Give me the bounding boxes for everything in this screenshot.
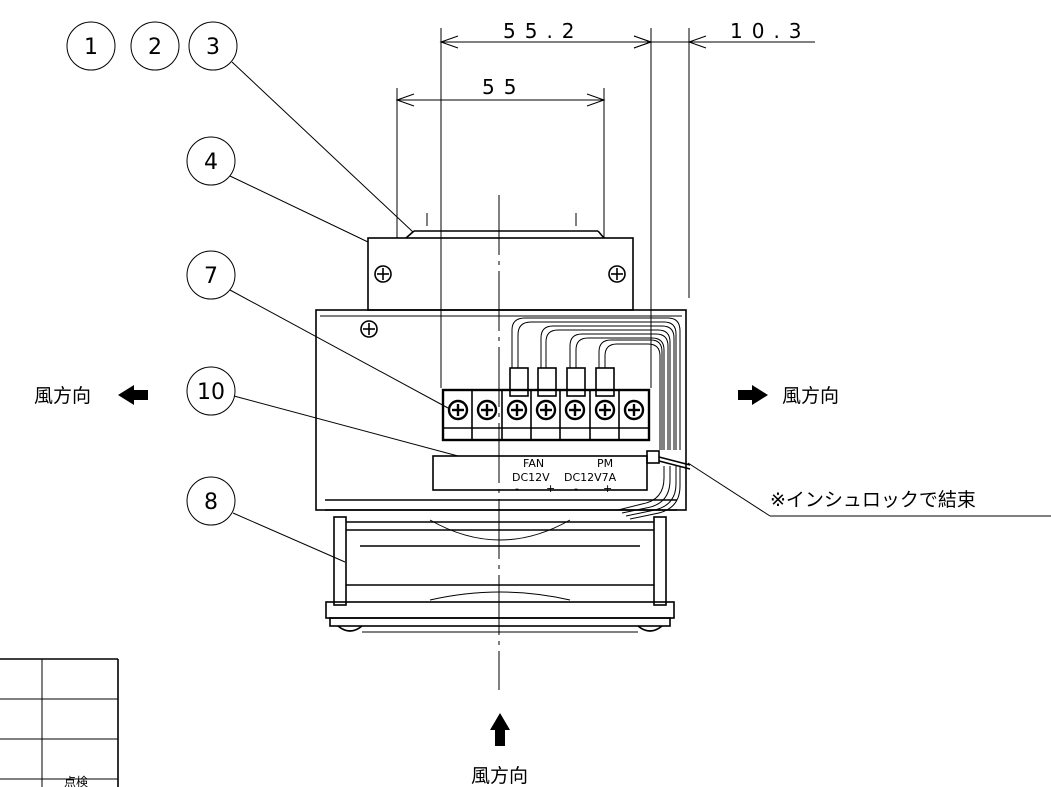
balloon-10: 10: [186, 366, 236, 416]
balloon-2: 2: [130, 21, 180, 71]
svg-text:7: 7: [204, 264, 218, 289]
terminal-screw-icon: [564, 399, 586, 421]
fan-plus: +: [546, 482, 555, 495]
svg-text:4: 4: [204, 150, 218, 175]
terminal-screw-icon: [447, 399, 469, 421]
svg-text:2: 2: [148, 35, 162, 60]
dimension-55-2: 55.2: [439, 19, 653, 388]
wind-arrow-right: 風方向: [738, 385, 839, 407]
pm-label: PM: [597, 457, 613, 470]
leader-3: [231, 61, 414, 233]
bundling-note: ※インシュロックで結束: [770, 489, 976, 511]
leader-8: [232, 512, 346, 563]
terminal-block: [441, 388, 651, 442]
screw-icon: [608, 265, 626, 283]
fan-voltage: DC12V: [512, 471, 550, 484]
leader-10: [233, 395, 459, 457]
balloon-1: 1: [66, 21, 116, 71]
wind-direction-bottom-label: 風方向: [471, 765, 528, 787]
label-plate: FAN DC12V PM DC12V7A - + - +: [432, 455, 648, 495]
title-block: 点検: [0, 658, 119, 787]
screw-icon: [374, 265, 392, 283]
svg-text:1: 1: [84, 35, 98, 60]
leader-7: [229, 289, 449, 409]
fan-label: FAN: [523, 457, 544, 470]
dimension-55-label: 55: [482, 75, 525, 99]
fan-unit: [325, 516, 675, 633]
wind-arrow-left: 風方向: [34, 385, 148, 407]
pm-voltage: DC12V7A: [564, 471, 617, 484]
title-block-cell: 点検: [64, 775, 88, 787]
terminal-screw-icon: [594, 399, 616, 421]
wind-direction-left-label: 風方向: [34, 385, 91, 407]
terminal-screw-icon: [506, 399, 528, 421]
leader-4: [229, 175, 369, 243]
terminal-screw-icon: [476, 399, 498, 421]
wiring-harness: [509, 317, 681, 520]
balloon-7: 7: [186, 250, 236, 300]
dimension-55-2-label: 55.2: [503, 19, 584, 43]
dimension-10-3: 10.3: [633, 19, 815, 298]
wind-direction-right-label: 風方向: [782, 385, 839, 407]
dimension-10-3-label: 10.3: [730, 19, 811, 43]
pm-minus: -: [574, 482, 578, 495]
dimension-55: 55: [395, 75, 606, 238]
balloon-3: 3: [188, 21, 238, 71]
svg-text:3: 3: [206, 35, 220, 60]
note-leader: [687, 462, 771, 517]
svg-text:8: 8: [204, 490, 218, 515]
svg-text:10: 10: [197, 380, 225, 405]
terminal-screw-icon: [623, 399, 645, 421]
terminal-screw-icon: [535, 399, 557, 421]
screw-icon: [360, 320, 378, 338]
pm-plus: +: [603, 482, 612, 495]
fan-minus: -: [515, 482, 519, 495]
balloon-8: 8: [186, 476, 236, 526]
wind-arrow-bottom: 風方向: [471, 713, 528, 787]
balloon-4: 4: [186, 136, 236, 186]
cable-tie: [646, 450, 691, 470]
